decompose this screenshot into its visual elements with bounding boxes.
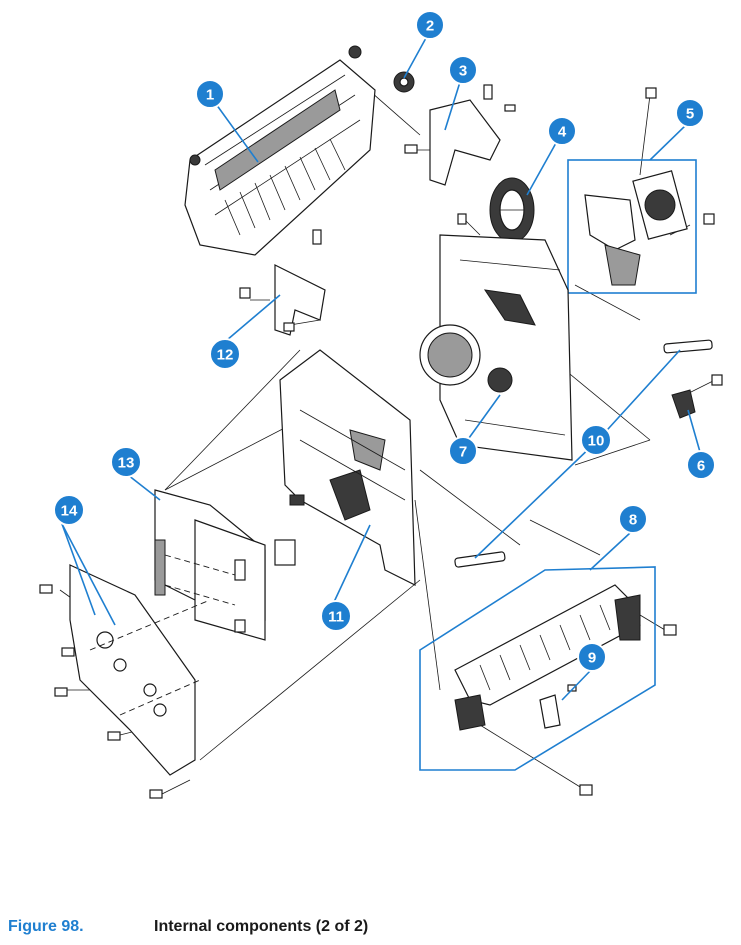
part-upper-bracket xyxy=(404,84,516,186)
svg-text:2: 2 xyxy=(426,18,434,35)
svg-text:9: 9 xyxy=(588,650,596,667)
callout-5: 5 xyxy=(675,98,705,128)
svg-text:4: 4 xyxy=(558,124,567,141)
callout-11: 11 xyxy=(320,600,352,632)
part-fan-assembly xyxy=(567,87,715,294)
svg-text:1: 1 xyxy=(206,87,214,104)
part-fuser-assembly xyxy=(184,45,376,256)
callout-7: 7 xyxy=(448,436,478,466)
callout-8: 8 xyxy=(618,504,648,534)
callout-14: 14 xyxy=(53,494,85,526)
callout-4: 4 xyxy=(547,116,577,146)
callout-9: 9 xyxy=(577,642,607,672)
callout-1: 1 xyxy=(195,79,225,109)
figure-caption: Figure 98. Internal components (2 of 2) xyxy=(8,918,368,936)
svg-text:3: 3 xyxy=(459,63,467,80)
svg-text:12: 12 xyxy=(217,347,234,364)
callout-6: 6 xyxy=(686,450,716,480)
callout-13: 13 xyxy=(110,446,142,478)
part-side-frame xyxy=(274,349,416,586)
callout-leaders xyxy=(61,37,701,701)
part-small-gear xyxy=(393,71,415,93)
svg-text:11: 11 xyxy=(328,609,344,626)
part-large-gear xyxy=(489,177,535,243)
exploded-parts-diagram: 1 2 3 4 5 6 7 8 9 10 11 12 xyxy=(39,10,723,799)
part-left-plate xyxy=(39,564,211,799)
svg-text:14: 14 xyxy=(61,503,78,520)
svg-text:8: 8 xyxy=(629,512,637,529)
callout-12: 12 xyxy=(209,338,241,370)
figure-number: Figure 98. xyxy=(8,918,84,935)
callout-3: 3 xyxy=(448,55,478,85)
svg-text:6: 6 xyxy=(697,458,705,475)
svg-text:13: 13 xyxy=(118,455,135,472)
part-lower-bracket xyxy=(239,229,326,336)
svg-text:7: 7 xyxy=(459,444,467,461)
part-main-drive-assembly xyxy=(419,213,573,461)
part-panel xyxy=(154,489,266,641)
part-tray-assembly xyxy=(419,566,677,796)
callout-10: 10 xyxy=(580,424,612,456)
svg-text:10: 10 xyxy=(588,433,605,450)
part-clip xyxy=(539,684,577,729)
callout-2: 2 xyxy=(415,10,445,40)
part-shaft xyxy=(454,339,713,568)
part-switch xyxy=(671,374,723,419)
svg-text:5: 5 xyxy=(686,106,694,123)
figure-title: Internal components (2 of 2) xyxy=(154,918,369,935)
